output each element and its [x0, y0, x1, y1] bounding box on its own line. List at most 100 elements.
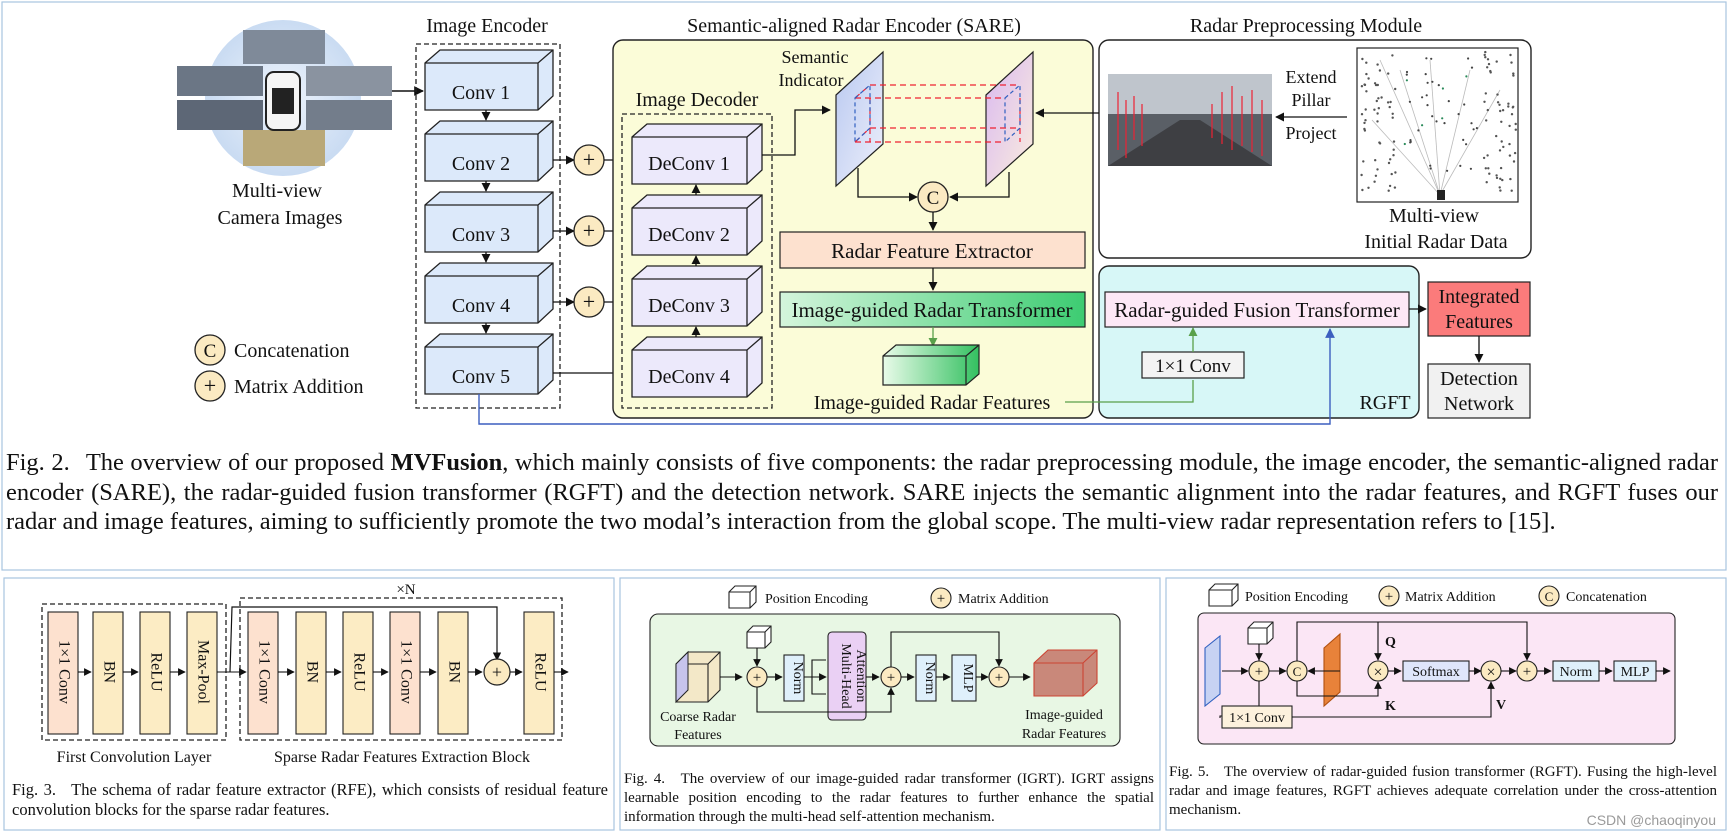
fig5-legend-pos-label: Position Encoding — [1245, 590, 1348, 605]
fig3-sparse-block-label: Sparse Radar Features Extraction Block — [274, 749, 530, 766]
rgft-label: RGFT — [1359, 392, 1410, 414]
fig4-out-label-2: Radar Features — [1022, 727, 1106, 742]
fig3-block-1-label: 1×1 Conv — [55, 640, 72, 704]
integrated-label-2: Features — [1445, 311, 1513, 333]
radar-point — [1475, 127, 1478, 130]
radar-point — [1512, 74, 1515, 77]
conv-1-label: Conv 1 — [452, 82, 510, 104]
fig4-legend-pos-label: Position Encoding — [765, 592, 868, 607]
radar-point — [1431, 115, 1434, 118]
add-nodes — [553, 144, 629, 378]
radar-point — [1499, 189, 1502, 192]
radar-point — [1435, 120, 1438, 123]
legend-concat-label: Concatenation — [234, 340, 350, 362]
conv-stack — [424, 49, 554, 395]
fig4-add-2-symbol: + — [887, 670, 895, 686]
fig5-mlp-label: MLP — [1621, 665, 1650, 680]
radar-point — [1495, 176, 1499, 180]
camera-label-2: Camera Images — [218, 207, 343, 229]
radar-point — [1373, 82, 1377, 85]
radar-point — [1380, 96, 1383, 99]
conv-2 — [424, 120, 554, 182]
radar-point — [1496, 101, 1500, 104]
radar-point — [1487, 167, 1490, 170]
fig3-block-6 — [295, 611, 327, 735]
radar-point — [1501, 178, 1504, 182]
detection-label-2: Network — [1444, 393, 1514, 415]
fig4-coarse-label-1: Coarse Radar — [660, 710, 736, 725]
radar-point — [1508, 154, 1512, 157]
radar-point — [1393, 186, 1397, 189]
camera-label-1: Multi-view — [232, 180, 323, 202]
fig3-block-2-label: BN — [100, 661, 117, 684]
radar-point — [1409, 140, 1412, 143]
radar-point — [1361, 57, 1364, 61]
radar-point — [1472, 128, 1475, 131]
add-node-1-symbol: + — [583, 147, 595, 172]
radar-point — [1374, 159, 1377, 162]
radar-point — [1360, 173, 1363, 177]
rgft-box — [1104, 291, 1410, 328]
radar-point — [1465, 143, 1468, 146]
radar-point — [1373, 180, 1376, 183]
radar-point — [1405, 70, 1409, 74]
fig3-caption-label: Fig. 3. — [12, 780, 56, 799]
radar-point — [1425, 57, 1428, 60]
integrated-label-1: Integrated — [1438, 286, 1519, 308]
fig4-mlp-label: MLP — [960, 664, 975, 693]
radar-point — [1485, 119, 1488, 122]
fig4-caption-text: The overview of our image-guided radar t… — [624, 771, 1154, 825]
fig3-block-5 — [247, 611, 279, 735]
radar-point — [1387, 189, 1390, 192]
radar-point — [1392, 140, 1396, 143]
radar-point — [1378, 141, 1381, 144]
deconv-4 — [631, 336, 763, 398]
rgft-conv-box — [1141, 351, 1245, 379]
radar-point — [1365, 90, 1368, 93]
fig5-v-label: V — [1496, 698, 1506, 713]
radar-point — [1509, 177, 1512, 181]
rfe-label: Radar Feature Extractor — [831, 239, 1033, 263]
fig4-pos-cube — [746, 625, 772, 649]
radar-point — [1391, 54, 1394, 57]
fig4-legend-add-symbol: + — [937, 591, 945, 607]
radar-point — [1388, 105, 1391, 109]
radar-point — [1441, 87, 1444, 90]
radar-point — [1361, 188, 1364, 192]
conv-4 — [424, 262, 554, 324]
radar-point — [1424, 73, 1427, 76]
radar-point — [1499, 166, 1503, 170]
radar-point — [1360, 85, 1364, 88]
radar-point — [1376, 63, 1379, 66]
fig4-norm-2 — [915, 654, 937, 702]
radar-point — [1470, 122, 1473, 125]
radar-point — [1441, 117, 1444, 120]
radar-point — [1500, 120, 1503, 124]
conv-1 — [424, 49, 554, 111]
radar-point — [1495, 60, 1498, 63]
add-node-3-symbol: + — [583, 289, 595, 314]
radar-point — [1486, 108, 1490, 112]
radar-point — [1374, 174, 1378, 177]
concat-node-symbol: C — [927, 188, 940, 209]
radar-point — [1405, 73, 1408, 76]
radar-point — [1391, 116, 1394, 119]
radar-point — [1463, 103, 1466, 106]
add-node-2-symbol: + — [583, 218, 595, 243]
fig5-q-label: Q — [1385, 635, 1396, 650]
radar-point — [1498, 103, 1501, 107]
fig4-coarse-cube — [675, 650, 721, 704]
radar-point — [1514, 122, 1517, 126]
fig4-mha-label-1: Multi-Head — [838, 643, 853, 708]
deconv-1 — [631, 123, 763, 185]
radar-point — [1426, 104, 1429, 107]
fig3-caption-text: The schema of radar feature extractor (R… — [12, 780, 609, 819]
radar-point — [1513, 151, 1517, 155]
fig4-mha — [827, 631, 867, 721]
deconv-4-label: DeConv 4 — [648, 366, 730, 388]
radar-point — [1374, 83, 1378, 87]
igr-feature-cube — [882, 344, 980, 386]
fig5-radar-plane — [1204, 634, 1221, 708]
fig5-pos-cube — [1247, 621, 1274, 645]
fig4-norm-1 — [783, 654, 805, 702]
